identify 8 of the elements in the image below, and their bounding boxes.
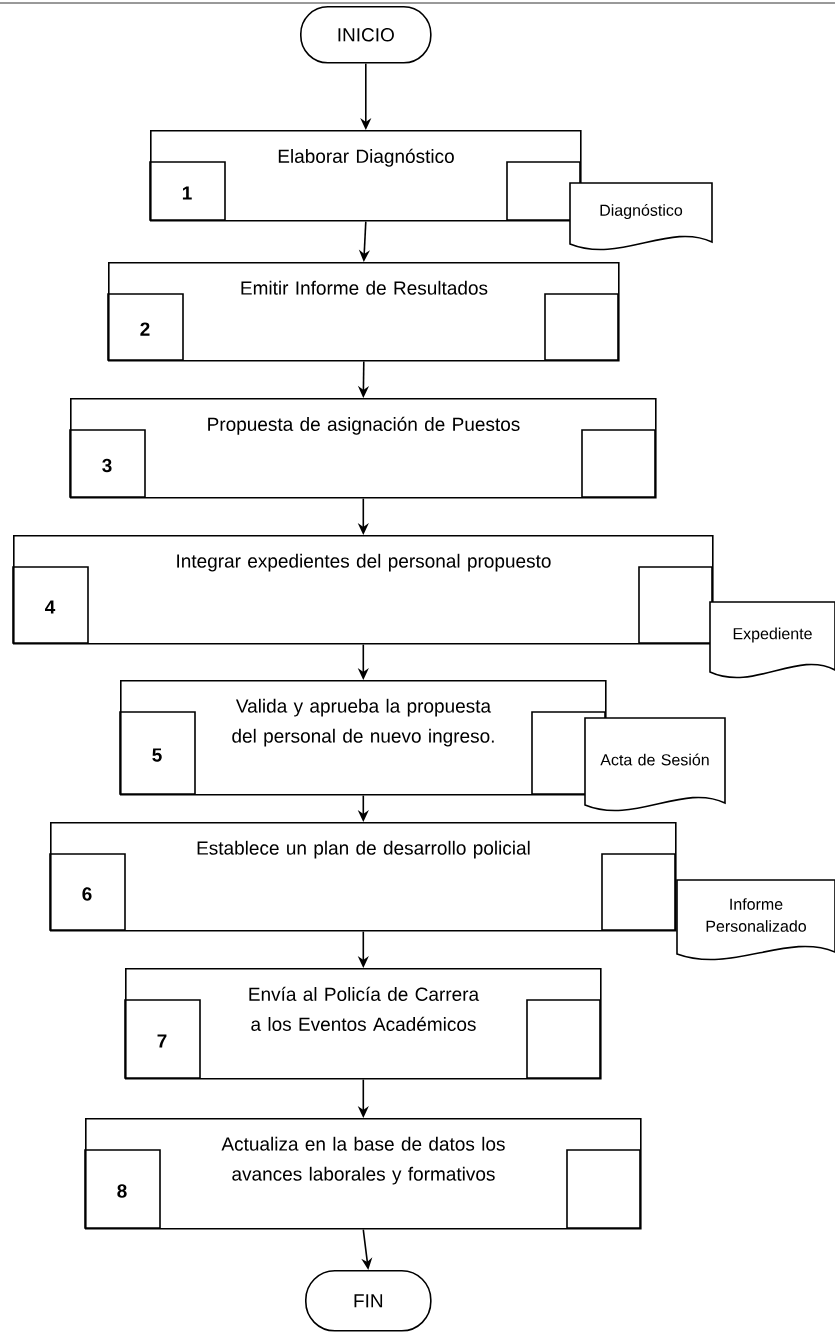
process-box: Envía al Policía de Carrera a los Eventos Académicos 7 — [124, 968, 602, 1080]
process-box: Emitir Informe de Resultados 2 — [107, 262, 620, 362]
node-label: Expediente — [733, 627, 812, 643]
process-box: Integrar expedientes del personal propuesto 4 — [12, 535, 714, 645]
process-box: Elaborar Diagnóstico 1 — [149, 130, 582, 222]
process-box: Propuesta de asignación de Puestos 3 — [69, 398, 657, 499]
process-box: Establece un plan de desarrollo policial 6 — [49, 822, 677, 932]
process-box: Actualiza en la base de datos los avances laborales y formativos 8 — [84, 1118, 642, 1230]
